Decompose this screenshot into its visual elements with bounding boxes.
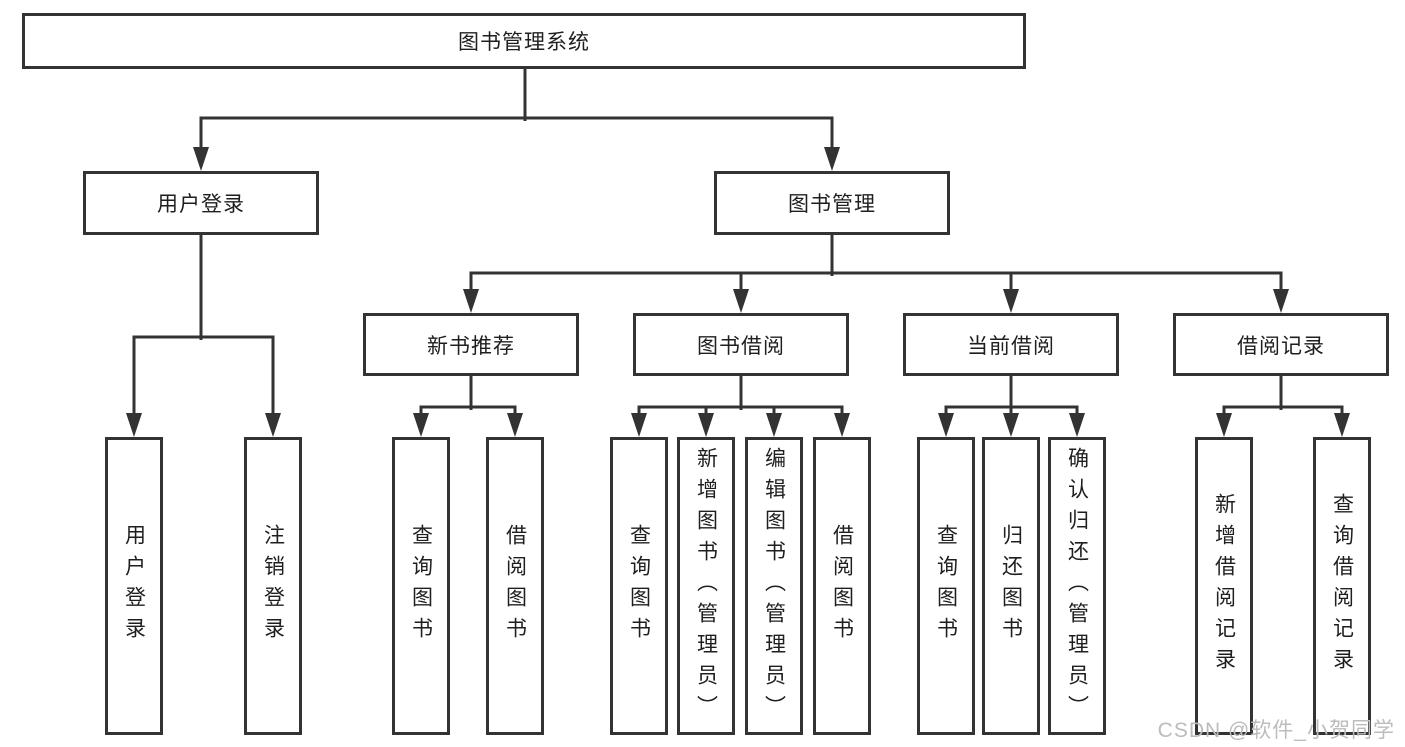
leaf-records-add-record: 新增借阅记录 bbox=[1195, 437, 1253, 735]
leaf-borrow-query-books: 查询图书 bbox=[610, 437, 668, 735]
node-library-system: 图书管理系统 bbox=[22, 13, 1026, 69]
node-current-borrow: 当前借阅 bbox=[903, 313, 1119, 376]
leaf-logout: 注销登录 bbox=[244, 437, 302, 735]
node-book-management: 图书管理 bbox=[714, 171, 950, 235]
leaf-newbooks-borrow-books: 借阅图书 bbox=[486, 437, 544, 735]
leaf-borrow-add-books-admin: 新增图书（管理员） bbox=[677, 437, 735, 735]
leaf-user-login: 用户登录 bbox=[105, 437, 163, 735]
node-borrow-records: 借阅记录 bbox=[1173, 313, 1389, 376]
leaf-current-confirm-return-admin: 确认归还（管理员） bbox=[1048, 437, 1106, 735]
csdn-watermark: CSDN @软件_小贺同学 bbox=[1157, 719, 1395, 742]
leaf-records-query-record: 查询借阅记录 bbox=[1313, 437, 1371, 735]
leaf-borrow-borrow-books: 借阅图书 bbox=[813, 437, 871, 735]
node-new-book-recommend: 新书推荐 bbox=[363, 313, 579, 376]
leaf-newbooks-query-books: 查询图书 bbox=[392, 437, 450, 735]
leaf-current-query-books: 查询图书 bbox=[917, 437, 975, 735]
node-user-login: 用户登录 bbox=[83, 171, 319, 235]
leaf-current-return-books: 归还图书 bbox=[982, 437, 1040, 735]
node-book-borrow: 图书借阅 bbox=[633, 313, 849, 376]
leaf-borrow-edit-books-admin: 编辑图书（管理员） bbox=[745, 437, 803, 735]
